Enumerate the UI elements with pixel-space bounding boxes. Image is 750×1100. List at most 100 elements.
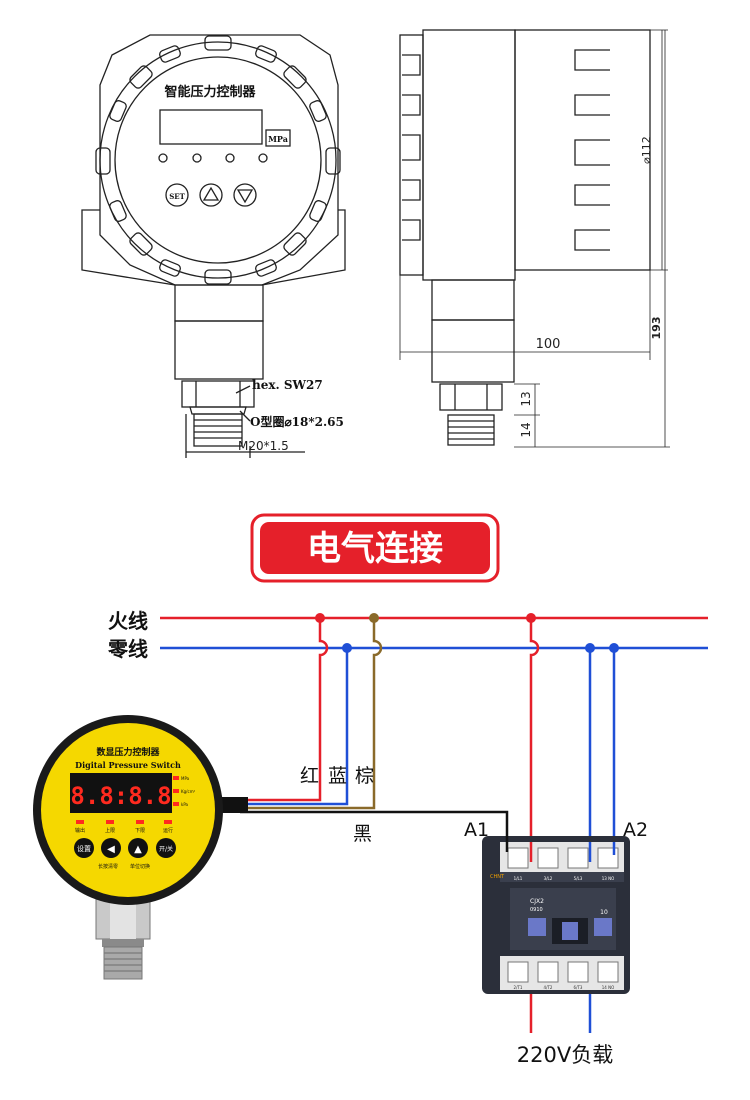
diameter-label: ⌀112 [640, 136, 653, 164]
gauge-display-value: 8.8:8.8 [70, 782, 171, 810]
gauge-title-en: Digital Pressure Switch [75, 760, 181, 770]
hex-leader [235, 385, 251, 394]
red-wire-label: 红 [300, 765, 319, 787]
down-button-outline [233, 183, 257, 207]
side-housing [422, 29, 516, 281]
power-button[interactable] [156, 838, 176, 858]
thread-body [193, 413, 243, 447]
side-fins [402, 49, 610, 251]
oring-seat [189, 406, 247, 415]
dim-14-label: 14 [519, 422, 533, 437]
side-dimensions [399, 29, 670, 448]
brown-wire [240, 618, 383, 810]
gauge-title-cn: 数显压力控制器 [96, 746, 160, 758]
flange-left [81, 209, 176, 286]
bezel-outer [99, 41, 337, 279]
dim-13-label: 13 [519, 391, 533, 406]
hex-label: hex. SW27 [252, 378, 323, 392]
terminal-t2: 4/T2 [544, 985, 553, 990]
terminal-13no: 13 NO [602, 876, 615, 881]
set-button-outline [165, 183, 189, 207]
black-wire [240, 810, 509, 832]
cable-gland [222, 797, 248, 813]
side-number: 10 [600, 909, 608, 916]
unit-box [265, 129, 291, 147]
neutral-wire-label: 零线 [107, 637, 148, 661]
thread-label: M20*1.5 [238, 439, 289, 453]
stem-lower [174, 320, 264, 380]
junction-dot [609, 643, 619, 653]
terminal-t3: 6/T3 [574, 985, 583, 990]
bezel-lugs [95, 35, 341, 285]
unit-kgcm: Kg/cm² [181, 789, 196, 794]
run-led [164, 820, 172, 824]
load-label: 220V负载 [517, 1043, 613, 1067]
up-triangle-icon [202, 186, 220, 201]
contactor: 1/L1 3/L2 5/L3 13 NO CHNT CJX2 0910 10 2… [482, 836, 630, 994]
set-label: SET [169, 192, 185, 201]
junction-dot [315, 613, 325, 623]
contactor-live-wire [529, 618, 540, 862]
junction-dot [342, 643, 352, 653]
gauge-display [70, 773, 172, 813]
terminal-t1: 2/T1 [514, 985, 523, 990]
indicator-upper: 上限 [105, 827, 115, 834]
section-title-banner: 电气连接 [250, 513, 500, 583]
down-triangle-icon [236, 189, 254, 204]
lcd-window [159, 109, 263, 145]
model-line-1: CJX2 [530, 898, 544, 905]
side-stem-lower [431, 319, 515, 383]
device-title-drawing: 智能压力控制器 [164, 84, 256, 100]
indicator-dot [258, 153, 268, 163]
flange-right [261, 209, 346, 286]
model-line-2: 0910 [530, 907, 543, 913]
blue-wire [240, 648, 349, 806]
up-arrow-icon: ▲ [134, 844, 142, 855]
terminal-l1: 1/L1 [514, 876, 523, 881]
a2-label: A2 [623, 819, 648, 841]
indicator-dot [225, 153, 235, 163]
digital-pressure-switch: 数显压力控制器 Digital Pressure Switch 8.8:8.8 … [33, 715, 248, 980]
left-arrow-icon: ◀ [107, 844, 115, 855]
unit-led [173, 776, 179, 780]
side-view-drawing [399, 29, 670, 448]
upper-led [106, 820, 114, 824]
side-thread [447, 414, 495, 446]
housing-outline [99, 34, 339, 286]
up-button[interactable] [128, 838, 148, 858]
live-wire-label: 火线 [108, 609, 148, 633]
set-button-label: 设置 [77, 844, 91, 853]
indicator-dot [192, 153, 202, 163]
terminal-14no: 14 NO [602, 985, 615, 990]
terminal-l2: 3/L2 [544, 876, 553, 881]
side-body [514, 29, 651, 271]
set-button[interactable] [74, 838, 94, 858]
blue-wire-label: 蓝 [328, 765, 347, 787]
oring-label: O型圈⌀18*2.65 [250, 414, 344, 429]
black-wire-label: 黑 [353, 823, 372, 845]
fitting-collar [102, 939, 144, 947]
up-button-outline [199, 183, 223, 207]
footer-label-unit: 单位切换 [130, 863, 150, 870]
side-hex [439, 383, 503, 411]
brand-label: CHNT [490, 874, 505, 880]
indicator-run: 运行 [163, 827, 173, 834]
red-wire [240, 618, 329, 802]
stem-upper [174, 284, 264, 322]
left-button[interactable] [101, 838, 121, 858]
contactor-window-left [528, 918, 546, 936]
unit-kpa: kPa [181, 802, 189, 807]
fitting-thread [103, 946, 143, 980]
lower-led [136, 820, 144, 824]
unit-label: MPa [268, 134, 288, 144]
wire-tips [505, 832, 616, 862]
output-led [76, 820, 84, 824]
power-button-label: 开/关 [159, 845, 173, 853]
brown-wire-label: 棕 [355, 765, 374, 787]
footer-label-clear: 长按清零 [98, 863, 118, 870]
junction-dot [369, 613, 379, 623]
section-title: 电气连接 [307, 529, 443, 569]
side-stem-upper [431, 279, 515, 321]
oring-leader [239, 410, 251, 422]
